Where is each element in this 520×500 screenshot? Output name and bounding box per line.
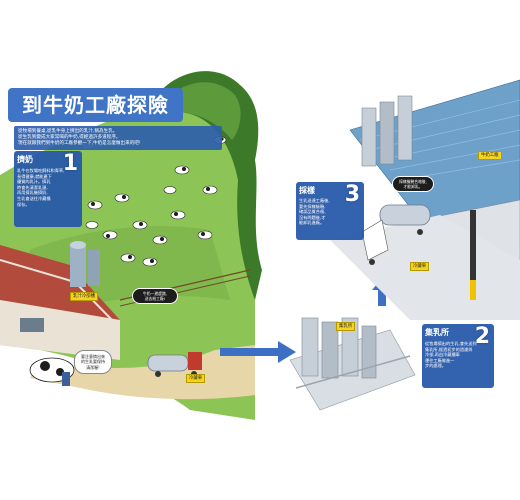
bubble-line: 清潔喔! xyxy=(86,364,100,370)
label-cooling-tank: 乳汁冷卻槽 xyxy=(70,292,98,301)
factory-column xyxy=(470,210,476,300)
step-line: 集乳所,經過初步的過濾與 xyxy=(425,346,473,352)
step-box-collection: 集乳所 2 從牧場擠出的生乳,會先送到 集乳所,經過初步的過濾與 冷卻,再由冷藏… xyxy=(422,324,494,388)
bubble-line: 的生乳要保持 xyxy=(81,359,105,365)
intro-line: 從牧場到餐桌,從乳牛身上擠出的乳汁,稱為生乳。 xyxy=(18,129,118,134)
factory-silo-1 xyxy=(361,107,377,167)
step-line: 從牧場擠出的生乳,會先送到 xyxy=(425,341,477,346)
step-box-sampling: 採樣 3 生乳送達工廠後, 要先採樣檢驗, 確認品質合格、 沒有問題後,才 能卸… xyxy=(296,182,364,240)
step-line: 冷卻,再由冷藏槽車 xyxy=(425,352,460,358)
farm-truck-tank xyxy=(147,354,189,372)
step-number-2: 2 xyxy=(474,324,490,349)
step-text-collection: 從牧場擠出的生乳,會先送到 集乳所,經過初步的過濾與 冷卻,再由冷藏槽車 運往工… xyxy=(425,341,491,369)
bubble-line: 要注意擠出來 xyxy=(81,354,105,359)
bubble-line: 牛奶一邊趕路, xyxy=(143,291,167,296)
step-line: 生乳送達工廠後, xyxy=(299,198,330,203)
step-line: 保存。 xyxy=(17,201,30,207)
step-line: 要先採樣檢驗, xyxy=(299,203,326,209)
flow-arrow-right xyxy=(220,341,296,363)
step-box-milking: 擠奶 1 乳牛在牧場吃飼料和青草, 長得健康,就能產下 優質的乳汁。擠乳 時會先… xyxy=(14,151,82,227)
step-line: 時會先清潔乳頭, xyxy=(17,184,48,190)
label-tank-truck-factory: 冷藏車 xyxy=(410,262,430,271)
step-number-3: 3 xyxy=(344,182,360,207)
intro-box: 從牧場到餐桌,從乳牛身上擠出的乳汁,稱為生乳。 從生乳到變成大家常喝的牛奶,得經… xyxy=(14,126,222,150)
label-factory: 牛奶工廠 xyxy=(478,151,502,160)
barn-roof xyxy=(0,245,120,320)
step-line: 乳牛在牧場吃飼料和青草, xyxy=(17,168,65,173)
step-title-sampling: 採樣 xyxy=(299,186,315,195)
label-tank-truck-farm: 冷藏車 xyxy=(186,374,206,383)
step-title-collection: 集乳所 xyxy=(425,328,449,337)
factory-truck-cab xyxy=(361,219,389,261)
collection-pipes xyxy=(295,355,411,389)
step-line: 生乳會送往冷藏桶 xyxy=(17,195,51,201)
collection-silo-1 xyxy=(301,317,319,377)
step-line: 優質的乳汁。擠乳 xyxy=(17,179,51,185)
page-title: 到牛奶工廠探險吧！ xyxy=(8,88,183,151)
farm-silo xyxy=(70,245,86,287)
farm-silo-2 xyxy=(88,250,100,286)
intro-line: 現在就跟我們到牛奶的工廠參觀一下,牛奶是怎麼做出來的吧! xyxy=(18,141,141,146)
step-number-1: 1 xyxy=(62,151,78,176)
milking-person xyxy=(62,372,70,386)
collection-silo-3 xyxy=(341,317,359,377)
truck-speech-bubble: 牛奶一邊趕路, 送去給工廠! xyxy=(132,288,178,304)
farm-silo-top xyxy=(70,241,86,249)
step-text-milking: 乳牛在牧場吃飼料和青草, 長得健康,就能產下 優質的乳汁。擠乳 時會先清潔乳頭,… xyxy=(17,168,79,207)
step-line: 能卸乳進廠。 xyxy=(299,220,325,226)
bubble-line: 才能卸乳。 xyxy=(403,184,423,189)
step-text-sampling: 生乳送達工廠後, 要先採樣檢驗, 確認品質合格、 沒有問題後,才 能卸乳進廠。 xyxy=(299,198,361,226)
label-collection-point: 集乳所 xyxy=(336,322,356,331)
farm-truck-cab xyxy=(188,352,202,370)
intro-line: 從生乳到變成大家常喝的牛奶,得經過許多道程序。 xyxy=(18,135,121,140)
bubble-line: 送去給工廠! xyxy=(144,296,166,301)
step-title-milking: 擠奶 xyxy=(17,155,33,164)
step-line: 確認品質合格、 xyxy=(299,209,329,215)
sampling-speech-bubble: 採樣檢驗合格後, 才能卸乳。 xyxy=(392,176,434,192)
step-line: 長得健康,就能產下 xyxy=(17,173,52,179)
factory-silo-3 xyxy=(397,95,413,161)
collection-silo-4 xyxy=(361,325,377,379)
barn-window xyxy=(20,318,44,332)
bubble-line: 採樣檢驗合格後, xyxy=(399,179,427,184)
factory-silo-2 xyxy=(379,101,395,165)
factory-truck-tank xyxy=(379,204,431,226)
step-line: 運往工廠做進一 xyxy=(425,357,455,363)
barn-wall xyxy=(0,300,120,360)
factory-roof-ribs xyxy=(359,99,520,181)
cow-spots xyxy=(91,137,224,263)
step-line: 沒有問題後,才 xyxy=(299,214,326,220)
cow-speech-bubble: 要注意擠出來 的生乳要保持 清潔喔! xyxy=(74,350,112,375)
step-line: 步的處理。 xyxy=(425,363,446,369)
step-line: 再用擠乳機擠奶, xyxy=(17,190,48,196)
hazard-post xyxy=(470,280,476,300)
tree-highlight xyxy=(165,82,241,140)
